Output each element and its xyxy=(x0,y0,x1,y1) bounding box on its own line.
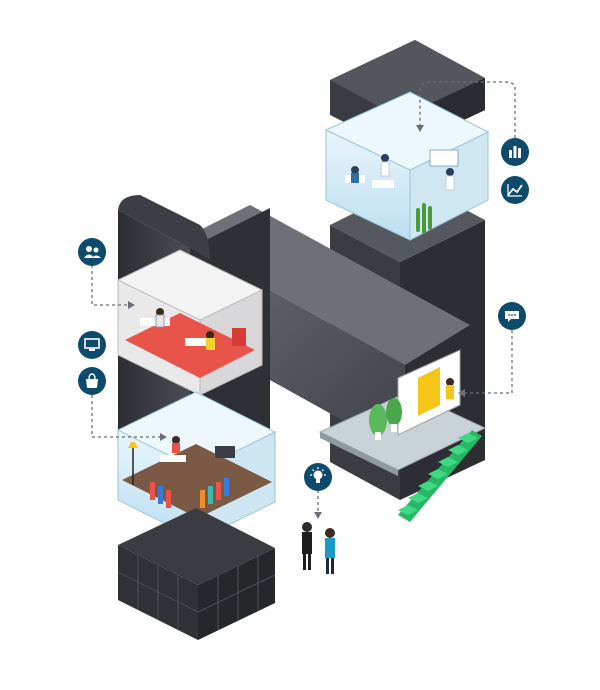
connector-users-office xyxy=(91,265,128,306)
connector-top-lab xyxy=(419,81,516,138)
entrance-person xyxy=(446,385,454,399)
shopping-badge[interactable] xyxy=(78,367,106,395)
basement-frame xyxy=(117,508,276,640)
office-room[interactable] xyxy=(116,249,264,396)
chat-badge[interactable] xyxy=(498,302,526,330)
shopping-bag-icon xyxy=(86,373,98,388)
green-stairs[interactable] xyxy=(398,430,482,522)
office-person xyxy=(155,314,165,328)
lab-room[interactable] xyxy=(324,91,490,241)
lab-desk xyxy=(372,180,394,188)
lab-whiteboard xyxy=(429,149,459,167)
line-chart-icon xyxy=(507,184,523,197)
office-cabinet xyxy=(232,328,246,346)
office-table xyxy=(140,318,170,326)
floor-lamp xyxy=(128,442,138,448)
bar-chart-icon xyxy=(509,146,521,158)
monitor-badge[interactable] xyxy=(78,331,106,359)
entrance-area[interactable] xyxy=(318,349,487,476)
users-badge[interactable] xyxy=(78,238,106,266)
connector-shopping-store xyxy=(91,395,160,438)
chat-icon xyxy=(505,311,519,322)
store-person xyxy=(172,436,180,444)
lightbulb-icon xyxy=(310,467,326,483)
office-person xyxy=(156,308,164,316)
entrance-door[interactable] xyxy=(418,367,440,416)
lab-person xyxy=(446,168,454,176)
connector-arrowheads xyxy=(128,125,465,519)
office-person xyxy=(206,331,214,339)
store-counter xyxy=(160,455,186,462)
users-icon xyxy=(84,246,101,258)
idea-badge[interactable] xyxy=(304,463,332,491)
clothing-rack xyxy=(150,478,229,508)
store-floor xyxy=(122,444,272,518)
entrance-plant xyxy=(369,398,402,440)
entrance-person xyxy=(446,378,454,386)
lab-person xyxy=(380,161,390,177)
lab-person xyxy=(445,175,455,191)
store-person xyxy=(172,443,180,453)
lab-person xyxy=(351,166,359,174)
handshake-people xyxy=(302,522,335,574)
line-chart-badge[interactable] xyxy=(501,176,529,204)
lab-person xyxy=(381,154,389,162)
store-room[interactable] xyxy=(116,391,277,541)
bar-chart-badge[interactable] xyxy=(501,138,529,166)
lab-person xyxy=(351,173,359,183)
connector-chat-entrance xyxy=(465,330,513,394)
store-sofa xyxy=(215,446,235,458)
monitor-icon xyxy=(84,338,100,351)
office-person xyxy=(206,338,215,350)
office-table xyxy=(185,338,215,346)
connector-lines xyxy=(91,81,516,512)
lab-plant xyxy=(416,203,432,234)
